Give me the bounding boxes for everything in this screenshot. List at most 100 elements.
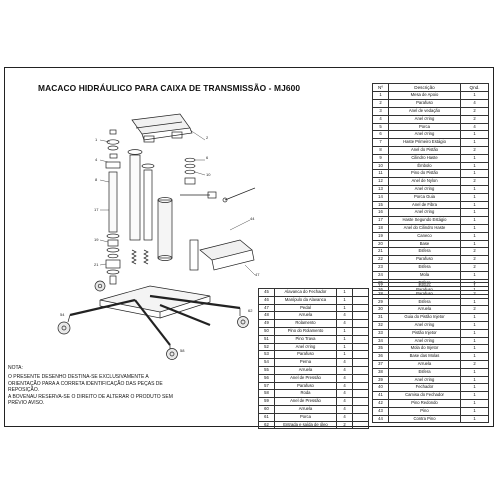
column-header-quantity: Qnd.: [460, 82, 489, 93]
callout-number: 17: [94, 207, 99, 212]
cell-extra: [352, 326, 369, 336]
cell-number: 3: [372, 106, 389, 116]
cell-extra: [352, 420, 369, 430]
cell-number: 54: [258, 358, 275, 367]
cell-number: 9: [372, 153, 389, 163]
cell-number: 56: [258, 373, 275, 383]
cell-extra: [352, 373, 369, 383]
cell-description: Haste Segundo Estágio: [388, 216, 461, 225]
cell-quantity: 1: [336, 295, 353, 305]
cell-quantity: 1: [460, 91, 489, 101]
cell-description: Entrada e saída de óleo: [274, 420, 337, 430]
disclaimer-note: NOTA: O PRESENTE DESENHO DESTINA-SE EXCL…: [8, 365, 173, 406]
cell-quantity: 2: [460, 247, 489, 257]
cell-description: Porca: [388, 122, 461, 132]
cell-number: 32: [372, 320, 389, 330]
column-header-number: Nº: [372, 82, 389, 93]
cell-number: 57: [258, 381, 275, 391]
cell-quantity: 4: [460, 99, 489, 108]
wheels-part: [57, 280, 249, 360]
cell-quantity: 2: [336, 420, 353, 430]
cell-description: Anel o'ring: [274, 342, 337, 352]
cell-extra: [352, 303, 369, 313]
cell-quantity: 2: [460, 305, 489, 315]
cell-number: 53: [258, 350, 275, 360]
callout-number: 8: [95, 177, 98, 182]
cell-extra: [352, 311, 369, 321]
page-title: MACACO HIDRÁULICO PARA CAIXA DE TRANSMIS…: [38, 83, 301, 93]
cell-number: 10: [372, 161, 389, 171]
support-table-part: [131, 113, 193, 143]
cell-number: 16: [372, 208, 389, 218]
cell-number: 52: [258, 342, 275, 352]
cell-description: Pedal: [274, 303, 337, 313]
callout-number: 58: [180, 348, 185, 353]
cell-description: Anel o'ring: [388, 130, 461, 140]
cell-number: 12: [372, 177, 389, 186]
cell-description: Contra Pino: [388, 414, 461, 424]
cell-number: 41: [372, 391, 389, 400]
callout-number: 10: [206, 172, 211, 177]
cell-quantity: 1: [336, 350, 353, 360]
cell-description: Base: [388, 239, 461, 249]
cell-description: Anel do Cilindro Haste: [388, 223, 461, 233]
cell-quantity: 4: [336, 311, 353, 321]
cell-number: 45: [258, 288, 275, 297]
cell-number: 20: [372, 239, 389, 249]
cell-number: 27: [372, 282, 389, 291]
cell-description: Parafuso: [388, 255, 461, 264]
cell-number: 1: [372, 91, 389, 101]
cell-quantity: 1: [460, 406, 489, 416]
callout-number: 62: [248, 308, 253, 313]
cell-number: 40: [372, 383, 389, 393]
cell-description: Camisa do Fechador: [388, 391, 461, 400]
cell-number: 24: [372, 270, 389, 280]
cell-quantity: 1: [460, 184, 489, 194]
cell-quantity: 1: [460, 352, 489, 361]
cell-quantity: 1: [460, 391, 489, 400]
cell-description: Mesa de Apoio: [388, 91, 461, 101]
cell-quantity: 1: [460, 223, 489, 233]
cell-description: Êmbolo: [388, 161, 461, 171]
cell-number: 61: [258, 412, 275, 422]
cell-number: 2: [372, 99, 389, 108]
cell-description: Anel de Pressão: [274, 373, 337, 383]
callout-number: 19: [94, 237, 99, 242]
callout-number: 2: [206, 135, 209, 140]
cylinder-stack-center: [127, 149, 196, 261]
cell-quantity: 1: [460, 328, 489, 338]
cell-number: 33: [372, 328, 389, 338]
cell-quantity: 1: [460, 375, 489, 385]
cell-quantity: 2: [460, 289, 489, 299]
cell-description: Anel o'ring: [388, 375, 461, 385]
cell-quantity: 1: [460, 320, 489, 330]
